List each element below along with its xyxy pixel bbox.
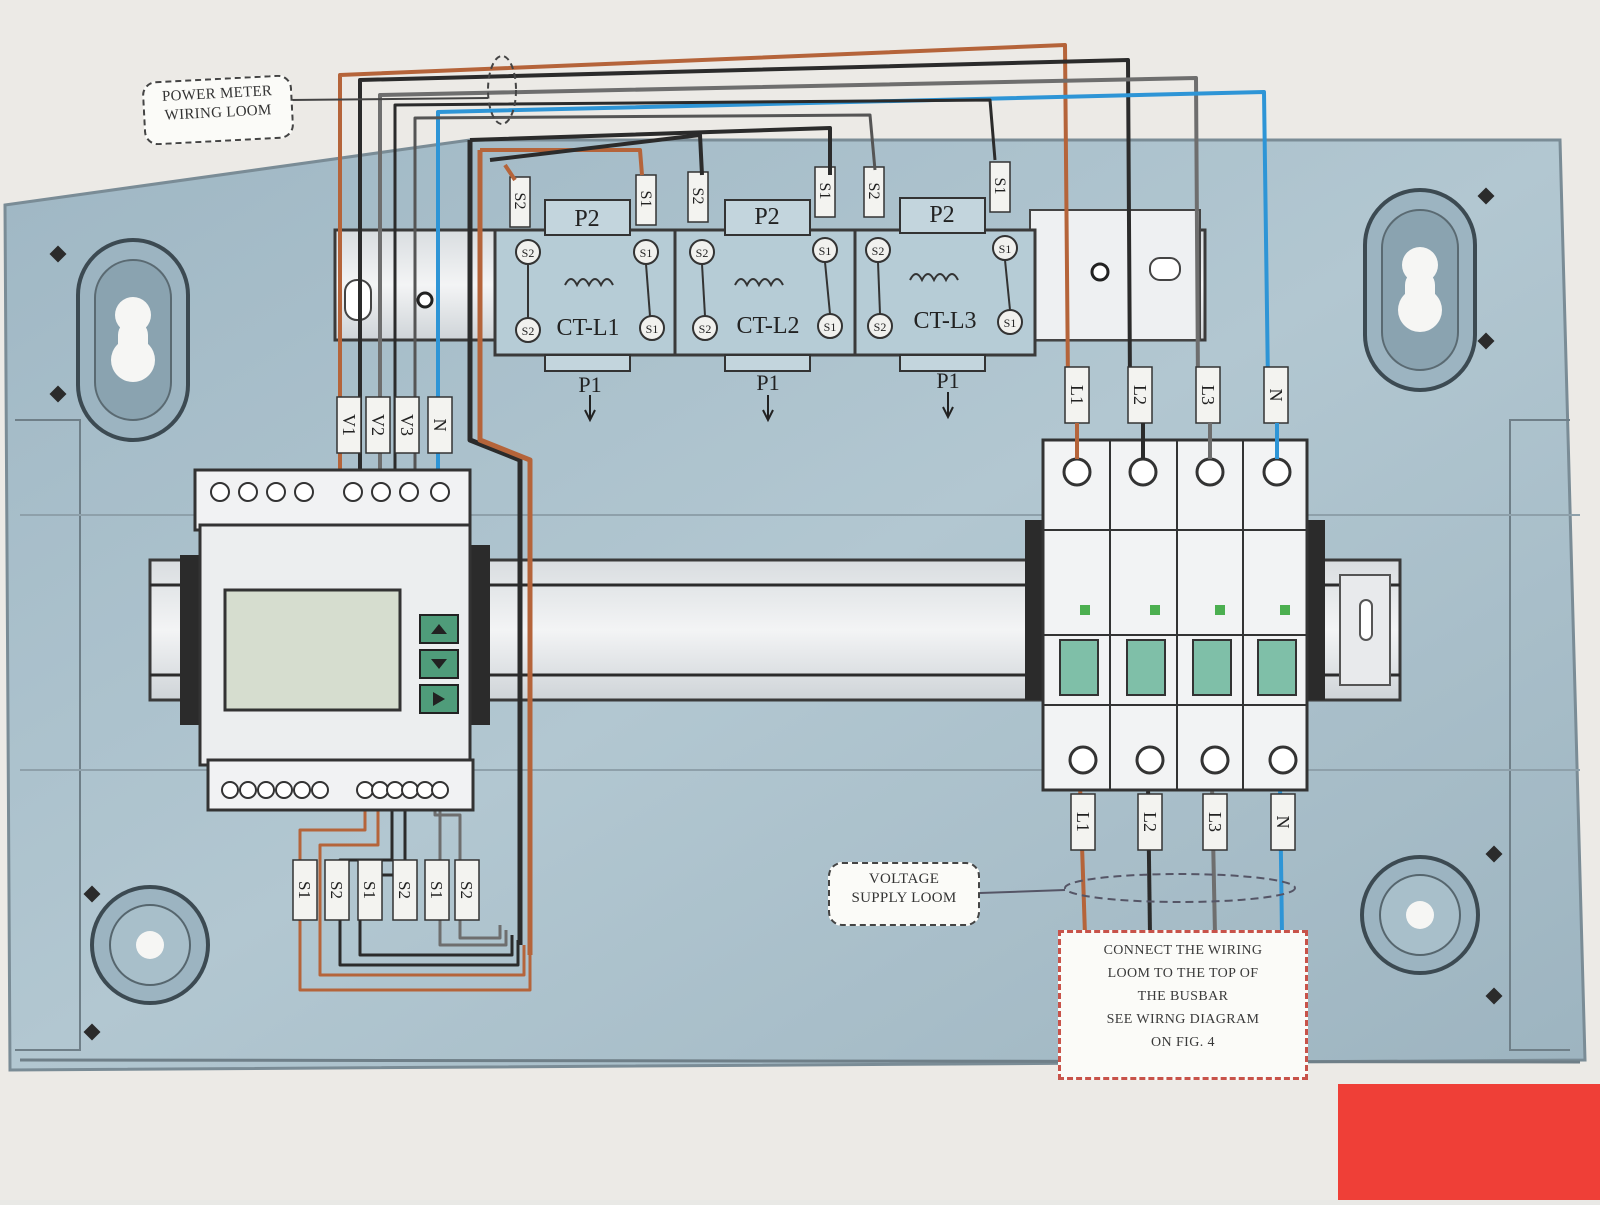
voltage-tag-n: N xyxy=(430,419,450,432)
meter-ct-tags: S1 S2 S1 S2 S1 S2 xyxy=(292,859,480,921)
arrow-right-icon xyxy=(433,692,445,706)
ct3-top-tag-s2: S2 xyxy=(865,183,882,200)
breaker-top-tag-n: N xyxy=(1266,389,1286,402)
ct3-top-tag-s1: S1 xyxy=(991,178,1008,195)
voltage-supply-loom-line-2: SUPPLY LOOM xyxy=(851,890,957,906)
power-meter-device xyxy=(180,468,490,812)
ct1-s2-top: S2 xyxy=(522,246,535,260)
keyhole-mount-right xyxy=(1363,188,1477,392)
p2-label-1: P2 xyxy=(574,206,599,232)
voltage-supply-loom-label: VOLTAGE SUPPLY LOOM xyxy=(828,862,980,926)
mount-hole-bottom-left xyxy=(90,885,210,1005)
ct-label-2: CT-L2 xyxy=(736,313,799,339)
voltage-tag-v2: V2 xyxy=(368,414,388,436)
ct3-s1-bottom: S1 xyxy=(1004,316,1017,330)
note-line-5: ON FIG. 4 xyxy=(1151,1035,1215,1050)
ct-module-2 xyxy=(673,199,857,423)
voltage-supply-loom-line-1: VOLTAGE xyxy=(868,871,940,887)
loom-callout-marker xyxy=(289,55,517,125)
ct3-s2-top: S2 xyxy=(872,244,885,258)
p2-label-3: P2 xyxy=(929,202,954,228)
note-line-4: SEE WIRNG DIAGRAM xyxy=(1106,1012,1260,1027)
power-meter-loom-label: POWER METER WIRING LOOM xyxy=(141,74,295,146)
red-corner-block xyxy=(1338,1084,1600,1200)
ct2-s2-bottom: S2 xyxy=(699,322,712,336)
breaker-top-tag-l1: L1 xyxy=(1067,385,1087,405)
breaker-bottom-tag-n: N xyxy=(1273,816,1293,829)
ct2-top-tag-s2: S2 xyxy=(689,188,706,205)
breaker-top-tags: L1 L2 L3 N xyxy=(1064,366,1289,459)
ct3-s1-top: S1 xyxy=(999,242,1012,256)
ct-tag-5: S1 xyxy=(427,881,446,899)
ct-module-1 xyxy=(493,199,677,423)
ct1-s1-top: S1 xyxy=(640,246,653,260)
ct2-s1-bottom: S1 xyxy=(824,320,837,334)
breaker-top-tag-l3: L3 xyxy=(1198,385,1218,405)
ct2-s1-top: S1 xyxy=(819,244,832,258)
p1-label-1: P1 xyxy=(578,372,601,397)
ct1-s2-bottom: S2 xyxy=(522,324,535,338)
ct1-s1-bottom: S1 xyxy=(646,322,659,336)
ct-label-3: CT-L3 xyxy=(913,308,976,334)
ct-module-3 xyxy=(853,197,1037,420)
ct-tag-1: S1 xyxy=(295,881,314,899)
breaker-bottom-tag-l1: L1 xyxy=(1073,812,1093,832)
note-line-3: THE BUSBAR xyxy=(1137,989,1229,1004)
ct-tag-6: S2 xyxy=(457,881,476,899)
p1-label-2: P1 xyxy=(756,370,779,395)
meter-voltage-tags: V1 V2 V3 N xyxy=(336,396,453,454)
ct-tag-3: S1 xyxy=(360,881,379,899)
note-line-2: LOOM TO THE TOP OF xyxy=(1107,966,1259,981)
arrow-up-icon xyxy=(431,624,447,634)
voltage-tag-v1: V1 xyxy=(339,414,359,436)
ct-label-1: CT-L1 xyxy=(556,315,619,341)
breaker-bottom-tag-l2: L2 xyxy=(1140,812,1160,832)
mount-hole-bottom-right xyxy=(1360,855,1480,975)
ct2-top-tag-s1: S1 xyxy=(816,183,833,200)
ct1-top-tag-s1: S1 xyxy=(637,191,654,208)
breaker-top-tag-l2: L2 xyxy=(1130,385,1150,405)
breaker-bottom-tags: L1 L2 L3 N xyxy=(1070,793,1296,851)
four-pole-breaker xyxy=(1025,438,1325,792)
ct1-top-tag-s2: S2 xyxy=(511,193,528,210)
power-meter-wiring-loom xyxy=(298,43,1270,992)
voltage-tag-v3: V3 xyxy=(397,414,417,436)
ct-top-tags: S2 S1 S2 S1 S2 S1 xyxy=(509,161,1011,228)
ct-tag-4: S2 xyxy=(395,881,414,899)
breaker-bottom-tag-l3: L3 xyxy=(1205,812,1225,832)
busbar-connection-note: CONNECT THE WIRING LOOM TO THE TOP OF TH… xyxy=(1058,930,1308,1080)
arrow-down-icon xyxy=(431,659,447,669)
meter-display xyxy=(223,588,402,712)
note-line-1: CONNECT THE WIRING xyxy=(1103,943,1263,958)
keyhole-mount-left xyxy=(76,238,190,442)
ct-labels: CT-L1 CT-L2 CT-L3 P2 P2 P2 P1 P1 P1 S2 S… xyxy=(522,202,1017,397)
p1-label-3: P1 xyxy=(936,368,959,393)
ct3-s2-bottom: S2 xyxy=(874,320,887,334)
ct2-s2-top: S2 xyxy=(696,246,709,260)
p2-label-2: P2 xyxy=(754,204,779,230)
ct-tag-2: S2 xyxy=(327,881,346,899)
